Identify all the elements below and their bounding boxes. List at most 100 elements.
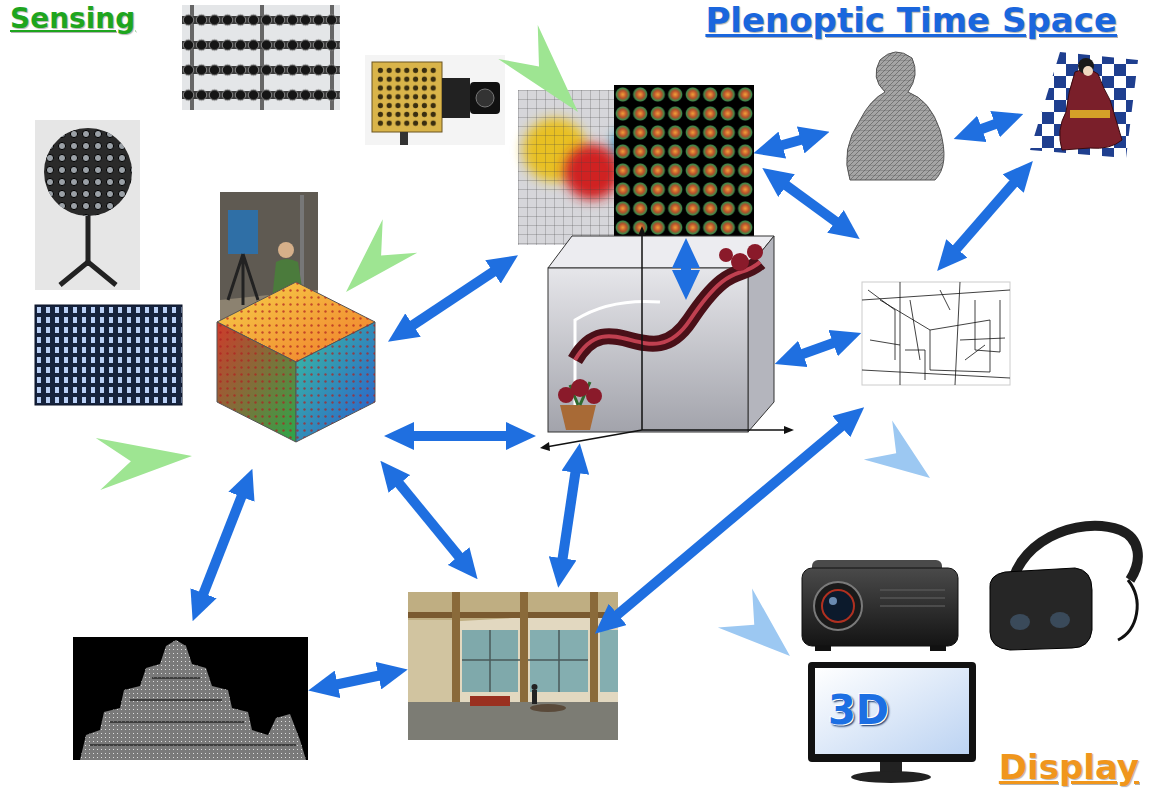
virtual-room-render [470, 696, 510, 706]
plenoptic-volume-box [586, 388, 602, 404]
heading-holder: Sensing [10, 2, 135, 36]
double-arrow [320, 672, 396, 688]
virtual-room-render [408, 620, 452, 710]
temple-point-cloud [73, 637, 308, 760]
head-mounted-display [990, 526, 1138, 650]
camera-rig-photo [182, 8, 340, 108]
lens-array-camera [365, 55, 505, 145]
plenoptic-volume-box [560, 405, 596, 430]
plenoptic-volume-box [731, 253, 749, 271]
micro-image-grid [614, 85, 754, 237]
projector [829, 597, 837, 605]
screen-text: 3D [828, 686, 889, 734]
projector [880, 590, 945, 606]
virtual-room-render [408, 592, 618, 740]
checkerboard-figure [1070, 110, 1110, 118]
3d-monitor [851, 771, 931, 783]
double-arrow [945, 170, 1025, 262]
checkerboard-figure [1030, 52, 1138, 158]
3d-monitor [808, 662, 976, 783]
checkerboard-figure [1083, 66, 1093, 76]
virtual-room-render [408, 612, 618, 618]
wireframe-room [862, 282, 1010, 385]
double-arrow [398, 262, 508, 335]
projector [802, 568, 958, 646]
double-arrow [681, 250, 691, 288]
camera-rig-photo [182, 5, 340, 110]
virtual-room-render [600, 630, 618, 692]
field-capture-photo [278, 242, 294, 258]
virtual-room-render [530, 704, 566, 712]
lens-array-camera [476, 89, 494, 107]
ellipse-outline [688, 436, 1151, 790]
double-arrow [772, 175, 850, 232]
camera-wall-photo [35, 305, 182, 405]
region-ellipse: Sensing [0, 0, 570, 480]
lens-array-camera [365, 55, 505, 145]
flow-arrow [718, 588, 790, 656]
double-arrow [388, 470, 470, 570]
ellipse-outline [720, 470, 1151, 790]
plenoptic-volume-box [784, 426, 794, 434]
double-arrow [965, 118, 1012, 135]
ellipse-outline [0, 0, 570, 480]
projector [815, 646, 831, 651]
virtual-room-render [408, 702, 618, 740]
region-heading: Sensing [10, 2, 135, 36]
temple-point-cloud [73, 637, 308, 760]
lens-array-camera [376, 66, 438, 128]
double-arrow [560, 455, 578, 576]
wireframe-room [862, 282, 1010, 385]
temple-point-cloud [80, 640, 306, 760]
plenoptic-volume-box [546, 234, 786, 447]
heading-holder: Plenoptic Time Space [705, 0, 1117, 41]
heading-holder: Display [999, 747, 1139, 788]
projector [822, 590, 854, 622]
plenoptic-volume-box [575, 262, 760, 360]
spherical-camera [44, 128, 132, 216]
plenoptic-volume-box [540, 226, 794, 451]
region-ellipse: Display [720, 470, 1151, 790]
head-mounted-display [1010, 614, 1030, 630]
temple-point-cloud [80, 640, 306, 760]
head-mounted-display [1118, 580, 1137, 640]
camera-rig-photo [182, 5, 340, 110]
double-arrow [197, 118, 1025, 688]
mesh-statue [847, 52, 944, 180]
double-arrow [396, 431, 524, 441]
region-heading: Plenoptic Time Space [705, 0, 1117, 41]
label-holder: 3D [828, 686, 889, 734]
virtual-room-render [532, 690, 537, 704]
spherical-camera [35, 120, 140, 290]
mesh-statue [825, 48, 955, 180]
3d-monitor [808, 662, 976, 762]
flow-arrow [864, 421, 930, 478]
field-capture-photo [228, 254, 258, 305]
plenoptic-volume-box [540, 442, 550, 451]
lens-array-camera [470, 82, 500, 114]
checkerboard-figure [1060, 69, 1122, 150]
double-arrow [786, 337, 850, 360]
lens-array-camera [442, 78, 470, 118]
wireframe-room [862, 282, 1010, 385]
mesh-statue [847, 52, 944, 180]
plenoptic-volume-box [719, 248, 733, 262]
lens-array-camera [372, 62, 442, 132]
spherical-camera [44, 128, 132, 216]
camera-wall-photo [35, 305, 182, 405]
projector [802, 560, 958, 651]
field-capture-photo [228, 210, 258, 254]
head-mounted-display [1050, 612, 1070, 628]
spherical-camera [35, 120, 140, 290]
virtual-room-render [590, 592, 598, 702]
flow-arrow [346, 219, 417, 292]
checkerboard-figure [1020, 48, 1140, 160]
plenoptic-volume-box [575, 262, 760, 360]
virtual-room-render [520, 592, 528, 702]
